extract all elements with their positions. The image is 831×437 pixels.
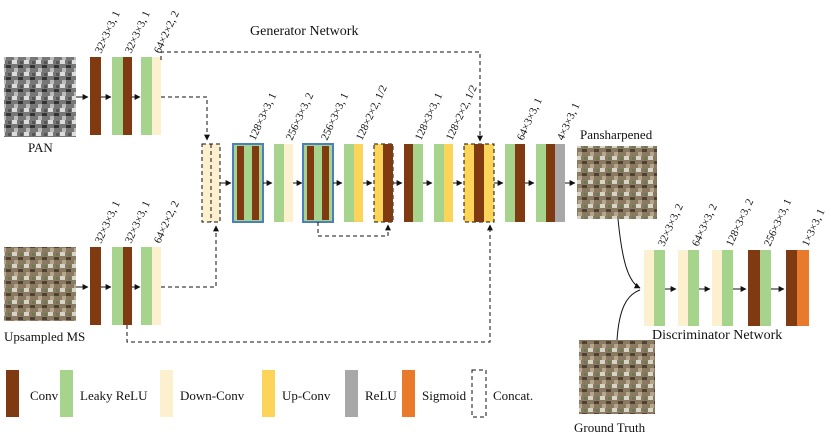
layer-label: 128×2×2, 1/2	[444, 83, 480, 142]
leaky-relu-block	[722, 250, 733, 326]
leaky-relu-block	[434, 144, 444, 222]
sigmoid-block	[797, 250, 809, 326]
pan-image	[4, 57, 76, 137]
legend-label: Down-Conv	[180, 388, 245, 403]
down-conv-block	[644, 250, 654, 326]
up-conv-block	[354, 144, 363, 222]
legend-label: Conv	[30, 388, 59, 403]
layer-label: 32×3×3, 1	[123, 9, 153, 55]
layer-label: 32×3×3, 1	[123, 199, 153, 245]
layer-label: 4×3×3, 1	[555, 101, 583, 142]
conv-block	[123, 57, 132, 135]
conv-block	[546, 144, 555, 222]
layer-label: 32×3×3, 2	[656, 202, 686, 248]
leaky-relu-block	[112, 57, 123, 135]
ground-truth-label: Ground Truth	[574, 420, 646, 435]
legend-swatch-sigmoid	[402, 370, 415, 417]
leaky-relu-block	[141, 247, 152, 325]
conv-block	[90, 57, 101, 135]
leaky-relu-block	[505, 144, 515, 222]
pansharpened-label: Pansharpened	[580, 127, 653, 142]
leaky-relu-block	[112, 247, 123, 325]
layer-label: 64×3×3, 2	[690, 202, 720, 248]
legend-label: Sigmoid	[422, 388, 467, 403]
layer-label: 128×3×3, 1	[247, 91, 279, 142]
layer-label: 256×3×3, 1	[762, 197, 794, 248]
leaky-relu-block	[688, 250, 699, 326]
legend-swatch-concat	[471, 369, 487, 418]
discriminator-title: Discriminator Network	[652, 328, 782, 343]
layer-label: 256×3×3, 1	[319, 91, 351, 142]
up-conv-block	[444, 144, 453, 222]
relu-block	[555, 144, 565, 222]
pan-label: PAN	[28, 140, 53, 155]
conv-block	[123, 247, 132, 325]
layer-label: 32×3×3, 1	[93, 199, 123, 245]
pansharpened-image	[577, 146, 657, 219]
legend: Conv Leaky ReLU Down-Conv Up-Conv ReLU S…	[6, 369, 533, 418]
ms-image	[4, 247, 76, 321]
layer-label: 128×3×3, 2	[724, 197, 756, 248]
legend-label: Leaky ReLU	[80, 388, 148, 403]
leaky-relu-block	[344, 144, 354, 222]
legend-label: ReLU	[365, 388, 397, 403]
legend-swatch-conv	[6, 370, 19, 417]
ground-truth-image	[579, 340, 655, 414]
layer-label: 128×3×3, 1	[413, 91, 445, 142]
conv-block	[786, 250, 797, 326]
conv-block	[515, 144, 525, 222]
legend-swatch-down-conv	[160, 370, 173, 417]
layer-label: 1×3×3, 1	[800, 207, 828, 248]
down-conv-block	[284, 144, 293, 222]
leaky-relu-block	[536, 144, 546, 222]
legend-label: Concat.	[493, 388, 533, 403]
leaky-relu-block	[141, 57, 152, 135]
down-conv-block	[678, 250, 688, 326]
down-conv-block	[152, 247, 161, 325]
legend-swatch-leaky-relu	[60, 370, 73, 417]
leaky-relu-block	[274, 144, 284, 222]
conv-block	[404, 144, 413, 222]
leaky-relu-block	[654, 250, 665, 326]
leaky-relu-block	[760, 250, 771, 326]
leaky-relu-block	[413, 144, 423, 222]
layer-label: 128×2×2, 1/2	[354, 83, 390, 142]
layer-label: 64×3×3, 1	[515, 96, 545, 142]
layer-label: 32×3×3, 1	[93, 9, 123, 55]
down-conv-block	[712, 250, 722, 326]
layer-label: 256×3×3, 2	[284, 91, 316, 142]
legend-swatch-relu	[345, 370, 358, 417]
conv-block	[748, 250, 760, 326]
layer-label: 64×2×2, 2	[152, 199, 182, 245]
down-conv-block	[152, 57, 161, 135]
conv-block	[90, 247, 101, 325]
ms-label: Upsampled MS	[4, 329, 85, 344]
layer-label: 64×2×2, 2	[152, 9, 182, 55]
generator-title: Generator Network	[250, 24, 358, 39]
legend-swatch-up-conv	[262, 370, 275, 417]
legend-label: Up-Conv	[282, 388, 331, 403]
